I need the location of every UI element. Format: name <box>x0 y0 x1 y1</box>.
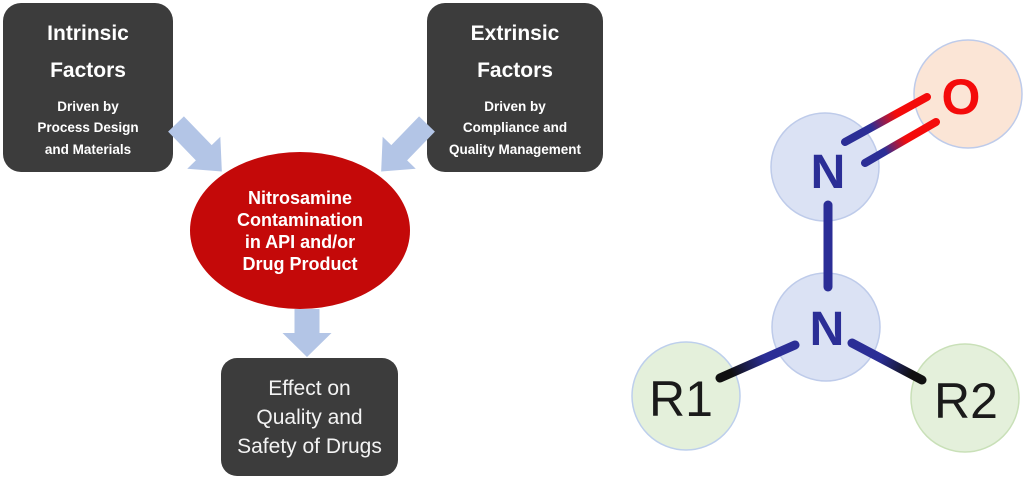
extrinsic-title: Extrinsic Factors <box>471 15 560 89</box>
intrinsic-subtitle-line1: Driven by <box>57 98 119 114</box>
extrinsic-subtitle-line2: Compliance and <box>462 120 568 136</box>
outcome-text: Effect on Quality and Safety of Drugs <box>237 374 382 461</box>
intrinsic-factors-box: Intrinsic Factors Driven by Process Desi… <box>3 3 173 172</box>
atom-label-oxygen: O <box>942 69 981 125</box>
hazard-line1: Nitrosamine <box>247 187 353 208</box>
arrow-center-to-outcome <box>282 309 332 357</box>
intrinsic-subtitle-line3: and Materials <box>44 141 132 157</box>
outcome-line1: Effect on <box>268 376 351 400</box>
intrinsic-subtitle-line2: Process Design <box>37 120 139 136</box>
intrinsic-title-line1: Intrinsic <box>47 21 129 45</box>
atom-circle-oxygen <box>913 39 1023 149</box>
arrow-intrinsic-to-center <box>168 116 222 172</box>
extrinsic-factors-box: Extrinsic Factors Driven by Compliance a… <box>427 3 603 172</box>
extrinsic-subtitle-line1: Driven by <box>484 98 546 114</box>
atom-label-nitrogen-center: N <box>810 303 845 356</box>
atom-circle-r1 <box>631 341 741 451</box>
atom-label-nitrogen-top: N <box>811 146 846 199</box>
outcome-line3: Safety of Drugs <box>237 434 382 458</box>
arrow-extrinsic-to-center <box>381 116 435 172</box>
nitrosamine-contamination-ellipse: Nitrosamine Contamination in API and/or … <box>190 152 410 309</box>
intrinsic-title: Intrinsic Factors <box>47 15 129 89</box>
extrinsic-subtitle-line3: Quality Management <box>448 141 582 157</box>
atom-circle-r2 <box>910 343 1020 453</box>
extrinsic-subtitle: Driven by Compliance and Quality Managem… <box>449 96 581 161</box>
intrinsic-subtitle: Driven by Process Design and Materials <box>37 96 138 161</box>
bond-n-r1 <box>715 340 800 383</box>
atom-label-r1: R1 <box>649 371 713 427</box>
intrinsic-title-line2: Factors <box>50 58 126 82</box>
bond-n-r2 <box>847 338 927 385</box>
hazard-line3: in API and/or <box>244 231 356 252</box>
outcome-line2: Quality and <box>256 405 363 429</box>
bond-n-o-double-upper <box>841 93 931 146</box>
bond-n-o-double-lower <box>861 118 940 167</box>
hazard-line2: Contamination <box>237 209 363 230</box>
hazard-line4: Drug Product <box>242 253 358 274</box>
extrinsic-title-line1: Extrinsic <box>470 21 560 45</box>
effect-on-quality-box: Effect on Quality and Safety of Drugs <box>221 358 398 476</box>
extrinsic-title-line2: Factors <box>477 58 553 82</box>
atom-label-r2: R2 <box>934 373 998 429</box>
